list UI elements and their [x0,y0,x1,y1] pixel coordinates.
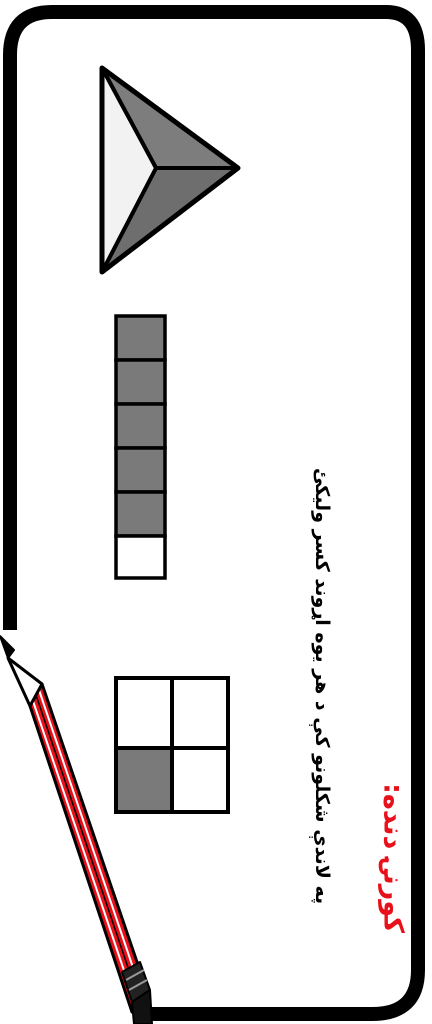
grid-cell-shaded [116,748,172,812]
bar-cell-shaded [116,360,165,404]
grid-cell-white [172,678,228,748]
task-heading: كورنۍ دنده: [378,783,409,933]
bar-cell-shaded [116,448,165,492]
grid-cell-white [172,748,228,812]
instruction-text: په لاندې شکلونو کې د هر يوه اړوند کسر ول… [311,468,333,904]
grid-cell-white [116,678,172,748]
triangle-shape [102,68,238,272]
bar-shape [116,316,165,578]
grid-square-shape [116,678,228,812]
bar-cell-shaded [116,316,165,360]
bar-cell-shaded [116,404,165,448]
bar-cell-shaded [116,492,165,536]
bar-cell-white [116,536,165,578]
